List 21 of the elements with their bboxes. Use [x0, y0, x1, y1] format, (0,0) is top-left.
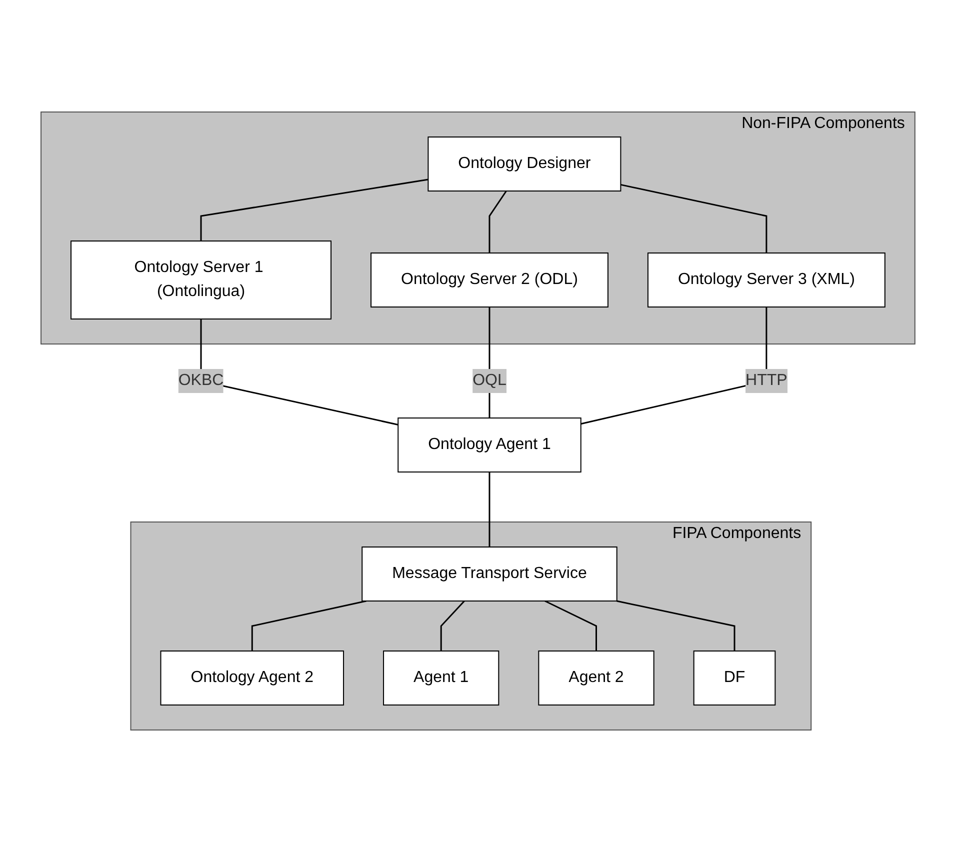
- connector: [616, 600, 736, 651]
- connector: [440, 600, 465, 651]
- edge-label: OQL: [472, 372, 506, 389]
- edge-label: HTTP: [746, 372, 788, 389]
- node-box: Agent 1: [383, 650, 500, 706]
- node-box: Ontology Server 1 (Ontolingua): [70, 240, 332, 320]
- connector: [488, 472, 490, 547]
- node-box: Agent 2: [538, 650, 654, 706]
- node-box: Message Transport Service: [362, 546, 618, 602]
- node-box: Ontology Designer: [428, 136, 622, 192]
- connector: [200, 178, 428, 241]
- connector: [620, 184, 768, 253]
- connector: [488, 190, 507, 253]
- node-box: DF: [693, 650, 776, 706]
- node-box: Ontology Server 3 (XML): [648, 252, 886, 308]
- edge-label: OKBC: [178, 372, 224, 389]
- connector: [544, 600, 598, 651]
- connector: [251, 600, 366, 651]
- node-box: Ontology Agent 1: [398, 418, 582, 472]
- node-box: Ontology Agent 2: [160, 650, 344, 706]
- node-box: Ontology Server 2 (ODL): [370, 252, 608, 308]
